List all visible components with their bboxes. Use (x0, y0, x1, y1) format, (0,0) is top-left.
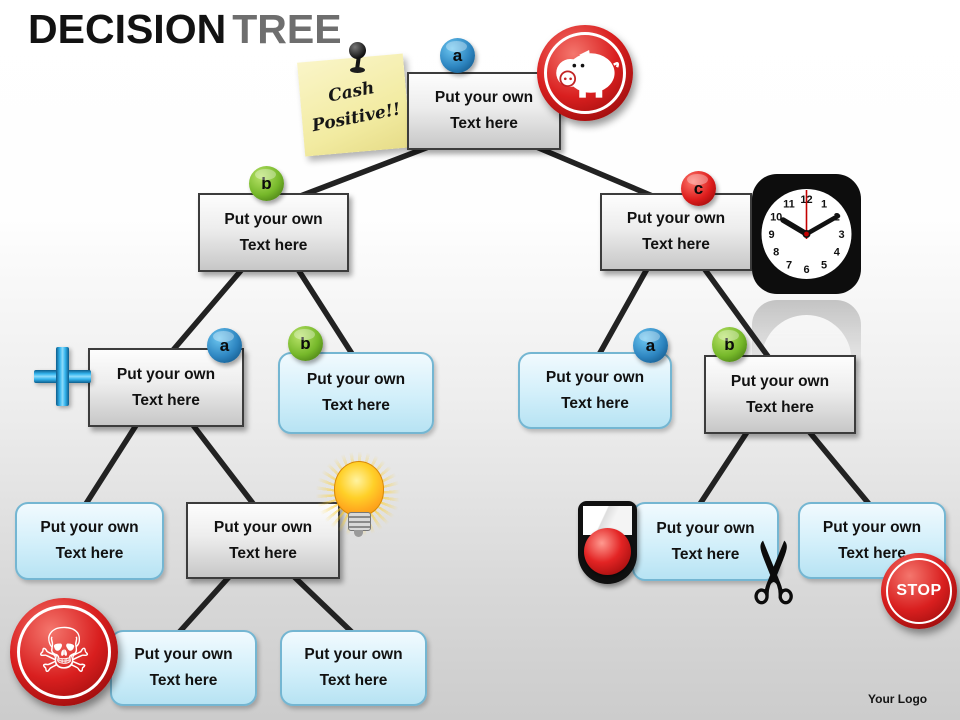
tree-node-level5-1[interactable]: Put your own Text here (110, 630, 257, 706)
node-text-line1: Put your own (224, 210, 323, 228)
tree-node-root[interactable]: Put your own Text here (407, 72, 561, 150)
node-text-line2: Text here (838, 544, 906, 562)
svg-text:10: 10 (770, 212, 782, 224)
svg-text:4: 4 (834, 247, 841, 259)
tree-node-level5-2[interactable]: Put your own Text here (280, 630, 427, 706)
pushpin-ball (349, 42, 366, 59)
node-text-line1: Put your own (545, 368, 645, 386)
badge-sphere-b-level2-left: b (249, 166, 284, 201)
badge-sphere-a-level3-right: a (633, 328, 668, 363)
node-text-line1: Put your own (306, 371, 406, 388)
badge-sphere-a-root: a (440, 38, 475, 73)
svg-text:9: 9 (768, 229, 774, 241)
node-text-line1: Put your own (434, 89, 534, 106)
light-bulb-icon (334, 461, 384, 516)
skull-glyph: ☠ (36, 617, 92, 686)
title-main: DECISION (28, 6, 227, 52)
svg-text:5: 5 (821, 259, 827, 271)
badge-letter: a (219, 335, 230, 355)
badge-letter: a (645, 335, 656, 355)
badge-letter: b (724, 334, 735, 354)
tree-node-level2-left[interactable]: Put your own Text here (198, 193, 349, 272)
svg-text:7: 7 (786, 259, 792, 271)
pushpin-base (350, 67, 365, 73)
scissors-glyph: ✂ (728, 535, 824, 609)
tree-node-level2-right[interactable]: Put your own Text here (600, 193, 752, 271)
badge-sphere-c-level2-right: c (681, 171, 716, 206)
tree-node-level4-right-2[interactable]: Put your own Text here (798, 502, 946, 579)
tree-node-level3-left-blue[interactable]: Put your own Text here (278, 352, 434, 434)
badge-sphere-a-level3-left: a (207, 328, 242, 363)
footer-logo[interactable]: Your Logo (868, 692, 928, 706)
scissors-icon: ✂ (726, 512, 826, 632)
tree-node-level4-left-1[interactable]: Put your own Text here (15, 502, 164, 580)
tree-node-level3-right-gray[interactable]: Put your own Text here (704, 355, 856, 434)
node-text-line1: Put your own (730, 372, 830, 390)
node-text-line1: Put your own (656, 519, 755, 537)
node-text-line2: Text here (561, 394, 629, 412)
clock-icon: 12 1 2 3 4 5 6 7 8 9 10 11 (750, 172, 863, 296)
svg-text:6: 6 (803, 264, 809, 276)
node-text-line1: Put your own (116, 365, 216, 383)
svg-text:3: 3 (838, 229, 844, 241)
stop-label: STOP (896, 582, 942, 599)
svg-text:8: 8 (773, 247, 779, 259)
node-text-line2: Text here (229, 544, 297, 562)
tree-node-level4-left-2[interactable]: Put your own Text here (186, 502, 340, 579)
node-text-line2: Text here (149, 672, 218, 689)
badge-letter: b (261, 173, 272, 193)
svg-text:11: 11 (783, 199, 795, 211)
badge-sphere-b-level3-right: b (712, 327, 747, 362)
node-text-line1: Put your own (304, 646, 403, 663)
node-text-line1: Put your own (40, 519, 139, 536)
title-accent: TREE (232, 6, 342, 52)
tree-node-level3-right-blue[interactable]: Put your own Text here (518, 352, 672, 429)
node-text-line2: Text here (132, 391, 200, 409)
node-text-line1: Put your own (134, 646, 233, 663)
node-text-line2: Text here (319, 672, 388, 689)
node-text-line2: Text here (450, 115, 518, 132)
node-text-line2: Text here (671, 545, 740, 563)
node-text-line2: Text here (322, 397, 390, 414)
node-text-line2: Text here (239, 236, 308, 254)
light-bulb-tip (354, 530, 363, 537)
node-text-line1: Put your own (626, 210, 726, 227)
badge-sphere-b-level3-left: b (288, 326, 323, 361)
node-text-line1: Put your own (822, 518, 922, 536)
plus-icon (34, 347, 91, 406)
badge-letter: b (300, 333, 311, 353)
node-text-line2: Text here (746, 398, 814, 416)
node-text-line2: Text here (55, 545, 124, 562)
badge-letter: a (452, 45, 463, 65)
piggy-bank-icon (537, 25, 633, 121)
stop-sign-icon: STOP (881, 553, 957, 629)
node-text-line1: Put your own (213, 518, 313, 536)
sticky-note-text: Cash Positive!! (305, 71, 403, 139)
push-button-icon (578, 501, 637, 584)
node-text-line2: Text here (642, 236, 710, 253)
skull-crossbones-icon: ☠ (10, 598, 118, 706)
svg-text:1: 1 (821, 199, 827, 211)
light-bulb-base (348, 512, 371, 531)
badge-letter: c (693, 178, 704, 198)
